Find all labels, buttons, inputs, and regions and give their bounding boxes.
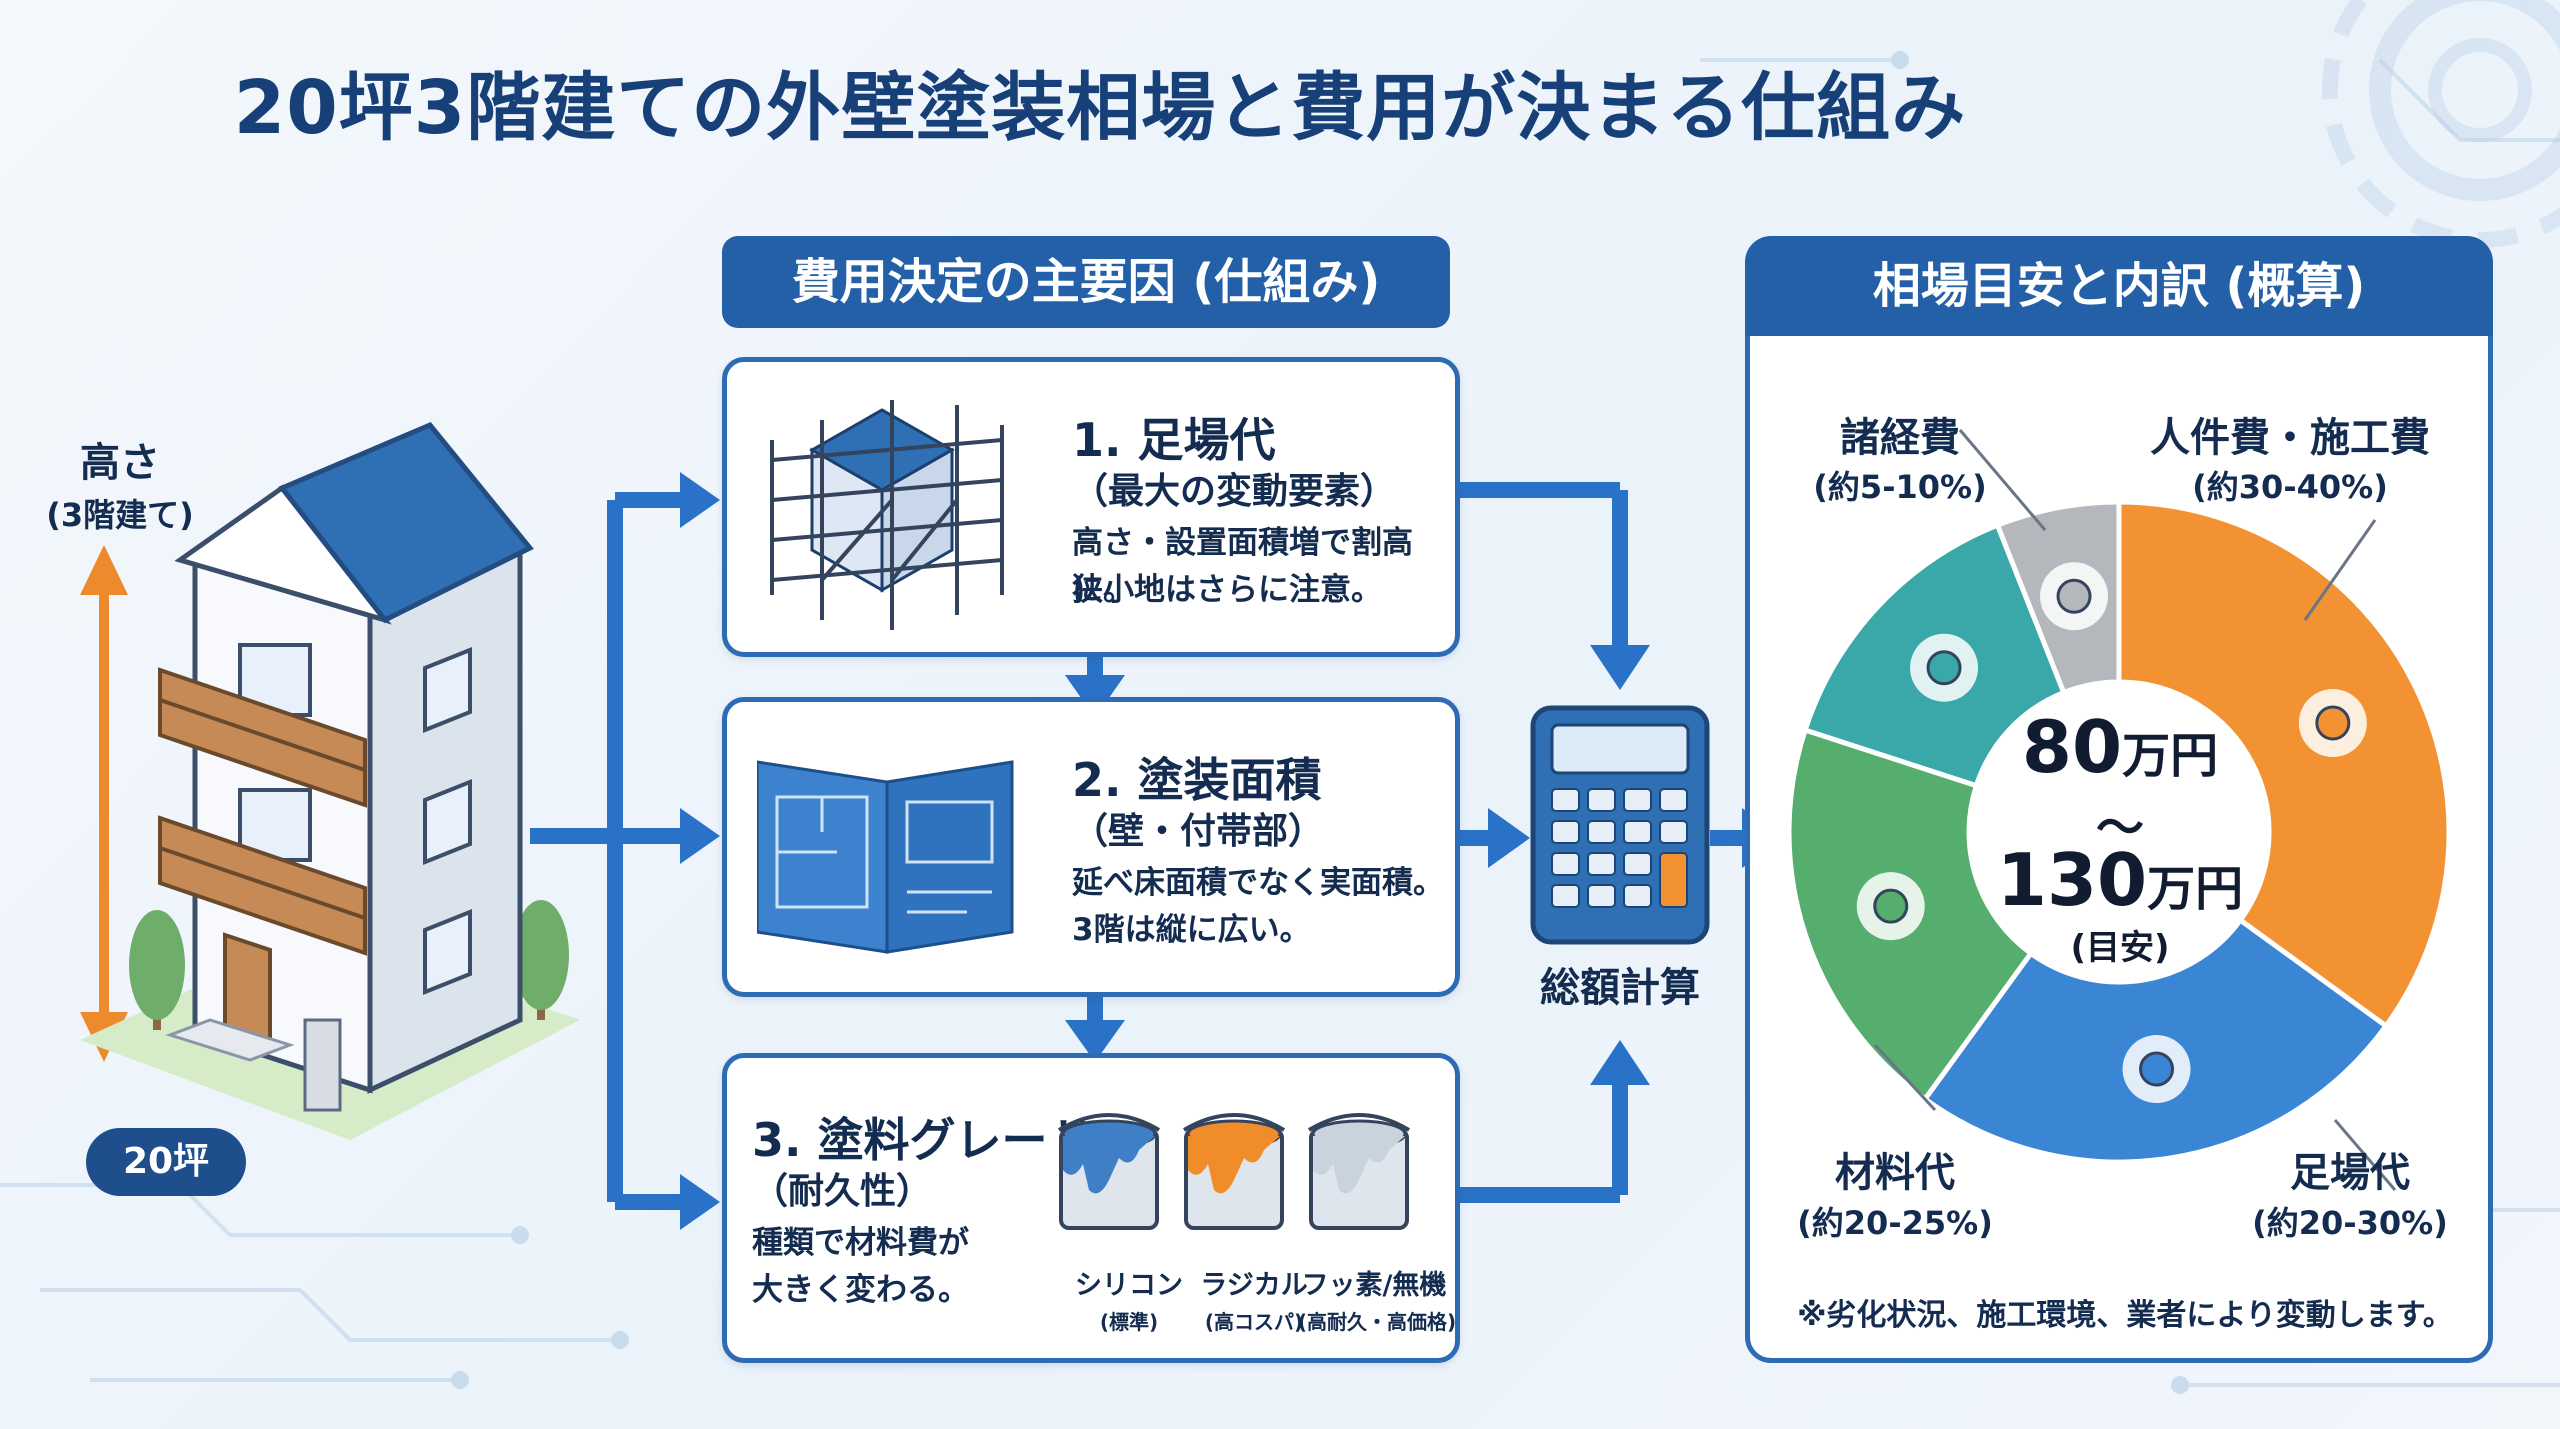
- area-title: 2. 塗装面積: [1072, 753, 1322, 807]
- factors-header: 費用決定の主要因 (仕組み): [722, 236, 1450, 328]
- truck-icon: [2040, 562, 2109, 631]
- segment-range-misc: (約5-10%): [1813, 468, 1987, 506]
- segment-range-scaffold: (約20-30%): [2252, 1204, 2448, 1242]
- range-high-value: 130万円: [1960, 838, 2280, 930]
- calculator-icon: [1530, 705, 1710, 945]
- leader-line: [1958, 429, 2047, 531]
- arrow-right-icon: [1488, 808, 1530, 868]
- leader-line: [2303, 519, 2377, 621]
- factor-card-scaffold: 1. 足場代 （最大の変動要素） 高さ・設置面積増で割高に。 狭小地はさらに注意…: [722, 357, 1460, 657]
- arrow-down-icon: [1065, 675, 1125, 718]
- breakdown-donut-chart: [1786, 429, 2452, 1191]
- grade-name-silicone: シリコン: [1075, 1270, 1183, 1301]
- grade-note-fluorine: (高耐久・高価格): [1297, 1310, 1457, 1334]
- paint-title: 3. 塗料グレード: [752, 1113, 1094, 1167]
- range-low-value: 80万円: [1980, 705, 2260, 797]
- range-high-unit: 万円: [2147, 861, 2244, 917]
- arrow-down-icon: [1065, 1020, 1125, 1062]
- range-high-number: 130: [1996, 838, 2148, 922]
- arrow-right-icon: [680, 1174, 720, 1230]
- arrow-right-icon: [680, 472, 720, 528]
- paint-bucket-icon: [1856, 872, 1925, 941]
- building-illustration: [80, 421, 580, 1140]
- calculator-label: 総額計算: [1540, 965, 1700, 1011]
- page-title: 20坪3階建ての外壁塗装相場と費用が決まる仕組み: [233, 65, 1967, 151]
- arrow-right-icon: [680, 808, 720, 864]
- segment-label-material: 材料代: [1835, 1150, 1955, 1196]
- paint-cans-icon: [1910, 633, 1979, 702]
- range-low-unit: 万円: [2122, 728, 2219, 784]
- range-tilde: 〜: [2095, 800, 2144, 856]
- scaffold-title: 1. 足場代: [1072, 413, 1276, 467]
- scaffold-desc-2: 狭小地はさらに注意。: [1072, 572, 1382, 608]
- paint-sub: （耐久性）: [752, 1171, 933, 1212]
- height-label: 高さ: [80, 440, 160, 486]
- segment-label-misc: 諸経費: [1840, 415, 1960, 461]
- scaffold-icon: [2122, 1035, 2191, 1104]
- arrow-up-icon: [1590, 1040, 1650, 1085]
- range-note: (目安): [2070, 928, 2170, 968]
- paint-grade-buckets: [1057, 1113, 1411, 1230]
- paint-bucket-icon-silicone: [1057, 1113, 1161, 1230]
- blueprint-icon: [757, 760, 1014, 954]
- grade-note-silicone: (標準): [1099, 1310, 1159, 1334]
- paint-desc-1: 種類で材料費が: [752, 1225, 969, 1261]
- segment-label-labor: 人件費・施工費: [2150, 415, 2430, 461]
- grade-name-fluorine: フッ素/無機: [1301, 1270, 1447, 1301]
- painter-icon: [2298, 689, 2367, 758]
- grade-name-radical: ラジカル: [1200, 1270, 1308, 1301]
- segment-range-labor: (約30-40%): [2192, 468, 2388, 506]
- paint-bucket-icon-radical: [1182, 1113, 1286, 1230]
- scaffold-sub: （最大の変動要素）: [1072, 471, 1397, 512]
- disclaimer-note: ※劣化状況、施工環境、業者により変動します。: [1797, 1298, 2453, 1333]
- area-badge: 20坪: [86, 1128, 246, 1196]
- factor-card-area: 2. 塗装面積 （壁・付帯部） 延べ床面積でなく実面積。 3階は縦に広い。: [722, 697, 1460, 997]
- donut-segment-labor: [2116, 499, 2452, 1030]
- segment-range-material: (約20-25%): [1797, 1204, 1993, 1242]
- leader-line: [2333, 1119, 2397, 1191]
- paint-bucket-icon-fluorine: [1307, 1113, 1411, 1230]
- tree-icon: [129, 900, 569, 1030]
- factor-card-paint: 3. 塗料グレード （耐久性） 種類で材料費が 大きく変わる。 シリコン ラジカ…: [722, 1053, 1460, 1363]
- grade-note-radical: (高コスパ): [1204, 1310, 1304, 1334]
- breakdown-header: 相場目安と内訳 (概算): [1745, 236, 2493, 336]
- segment-label-scaffold: 足場代: [2290, 1150, 2410, 1196]
- area-desc-1: 延べ床面積でなく実面積。: [1072, 865, 1444, 901]
- leader-line: [1873, 1043, 1937, 1112]
- area-sub: （壁・付帯部）: [1072, 811, 1325, 852]
- paint-desc-2: 大きく変わる。: [752, 1272, 969, 1308]
- area-desc-2: 3階は縦に広い。: [1072, 912, 1311, 948]
- arrow-down-icon: [1590, 645, 1650, 690]
- height-sub-label: (3階建て): [46, 496, 194, 534]
- scaffold-icon: [770, 400, 1004, 630]
- donut-center: [1971, 684, 2267, 980]
- range-low-number: 80: [2021, 705, 2123, 789]
- scaffold-desc-1: 高さ・設置面積増で割高に。: [1072, 525, 1413, 608]
